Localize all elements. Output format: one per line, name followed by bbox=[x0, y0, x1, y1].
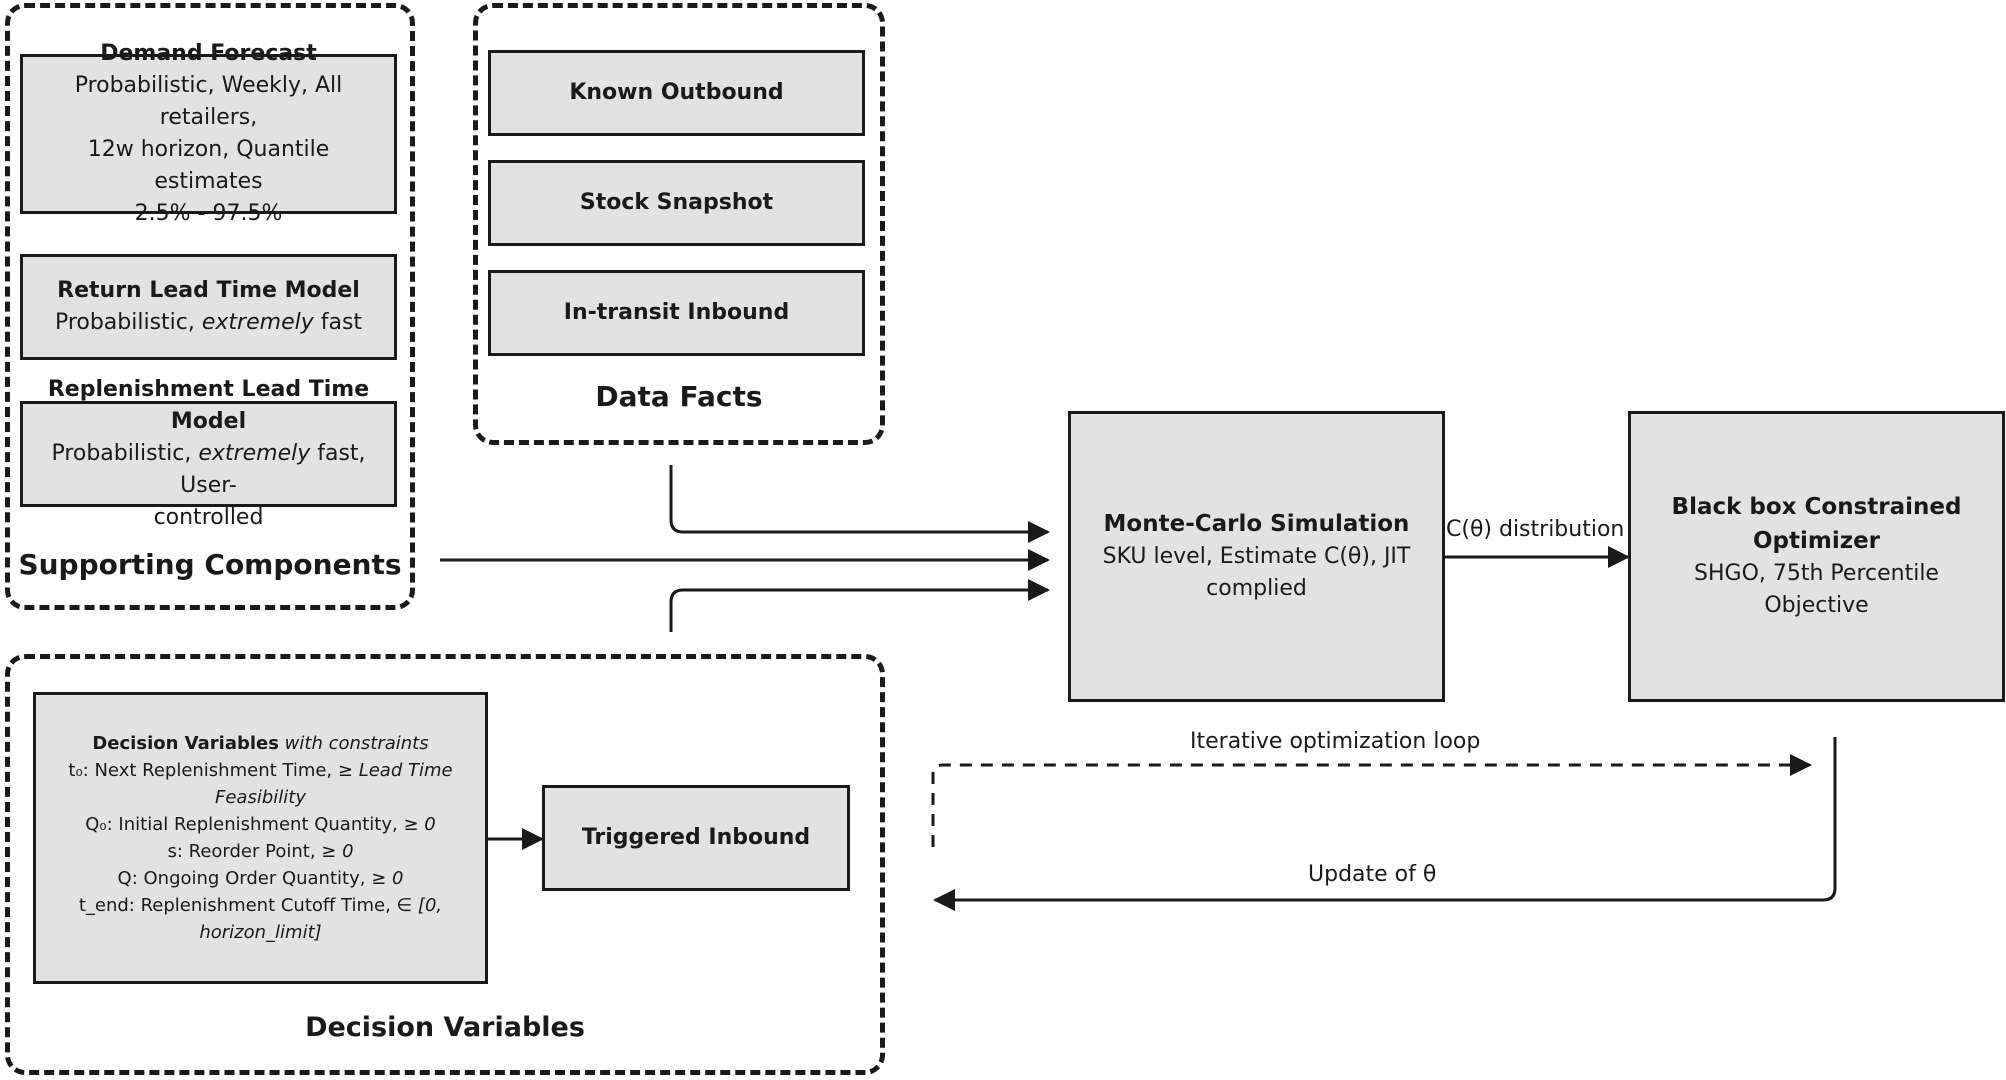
decision-variables-group bbox=[5, 654, 885, 1075]
return-lead-time-box: Return Lead Time Model Probabilistic, ex… bbox=[20, 254, 397, 360]
optimizer-title-line1: Black box Constrained bbox=[1671, 494, 1962, 521]
arrow-decision-to-mc bbox=[669, 579, 1050, 632]
decision-variables-box: Decision Variables with constraints t₀: … bbox=[33, 692, 488, 984]
demand-forecast-box: Demand Forecast Probabilistic, Weekly, A… bbox=[20, 41, 397, 226]
dv-replenishment-cutoff-time: t_end: Replenishment Cutoff Time, ∈ [0, bbox=[78, 895, 443, 916]
update-theta-label: Update of θ bbox=[1308, 862, 1437, 887]
replenishment-lead-time-title: Replenishment Lead Time Model bbox=[47, 377, 370, 435]
decision-variables-title: Decision Variables bbox=[305, 1012, 585, 1043]
monte-carlo-simulation-box: Monte-Carlo Simulation SKU level, Estima… bbox=[1068, 411, 1445, 702]
arrow-update-theta bbox=[933, 737, 1837, 911]
replenishment-lead-time-line2: controlled bbox=[153, 504, 264, 530]
dv-initial-replenishment-quantity: Q₀: Initial Replenishment Quantity, ≥ 0 bbox=[85, 814, 436, 835]
optimizer-title-line2: Optimizer bbox=[1752, 527, 1881, 554]
known-outbound-box: Known Outbound bbox=[488, 50, 865, 136]
in-transit-inbound-label: In-transit Inbound bbox=[563, 300, 790, 326]
known-outbound-label: Known Outbound bbox=[569, 80, 784, 106]
data-facts-group bbox=[473, 3, 885, 445]
stock-snapshot-box: Stock Snapshot bbox=[488, 160, 865, 246]
stock-snapshot-label: Stock Snapshot bbox=[579, 190, 774, 216]
dv-next-replenishment-time: t₀: Next Replenishment Time, ≥ Lead Time bbox=[68, 760, 453, 781]
demand-forecast-line1: Probabilistic, Weekly, All retailers, bbox=[74, 73, 343, 131]
arrow-iterative-loop bbox=[931, 754, 1812, 847]
return-lead-time-text: Probabilistic, extremely fast bbox=[54, 310, 363, 335]
supporting-components-title: Supporting Components bbox=[18, 548, 402, 581]
monte-carlo-line2: complied bbox=[1206, 576, 1307, 602]
dv-feasibility: Feasibility bbox=[215, 787, 306, 808]
dv-reorder-point: s: Reorder Point, ≥ 0 bbox=[167, 841, 354, 862]
dv-ongoing-order-quantity: Q: Ongoing Order Quantity, ≥ 0 bbox=[117, 868, 404, 889]
arrow-datafacts-to-mc bbox=[669, 465, 1050, 543]
distribution-edge-label: C(θ) distribution bbox=[1446, 517, 1625, 542]
data-facts-title: Data Facts bbox=[595, 380, 763, 413]
demand-forecast-line3: 2.5% - 97.5% bbox=[134, 200, 283, 226]
monte-carlo-line1: SKU level, Estimate C(θ), JIT bbox=[1102, 544, 1411, 570]
supporting-components-group bbox=[5, 3, 415, 610]
triggered-inbound-label: Triggered Inbound bbox=[581, 825, 811, 851]
iterative-loop-label: Iterative optimization loop bbox=[1190, 729, 1481, 754]
decision-variables-box-title: Decision Variables with constraints bbox=[92, 733, 429, 754]
optimizer-line1: SHGO, 75th Percentile Objective bbox=[1694, 560, 1939, 618]
dv-horizon-limit: horizon_limit] bbox=[199, 922, 322, 943]
monte-carlo-title: Monte-Carlo Simulation bbox=[1103, 510, 1410, 537]
demand-forecast-title: Demand Forecast bbox=[100, 41, 317, 67]
replenishment-lead-time-box: Replenishment Lead Time Model Probabilis… bbox=[20, 377, 397, 530]
demand-forecast-line2: 12w horizon, Quantile estimates bbox=[87, 137, 330, 194]
black-box-optimizer-box: Black box Constrained Optimizer SHGO, 75… bbox=[1628, 411, 2005, 702]
in-transit-inbound-box: In-transit Inbound bbox=[488, 270, 865, 356]
triggered-inbound-box: Triggered Inbound bbox=[542, 785, 850, 891]
return-lead-time-title: Return Lead Time Model bbox=[57, 278, 360, 304]
replenishment-lead-time-text: Probabilistic, extremely fast, User- bbox=[51, 441, 366, 498]
